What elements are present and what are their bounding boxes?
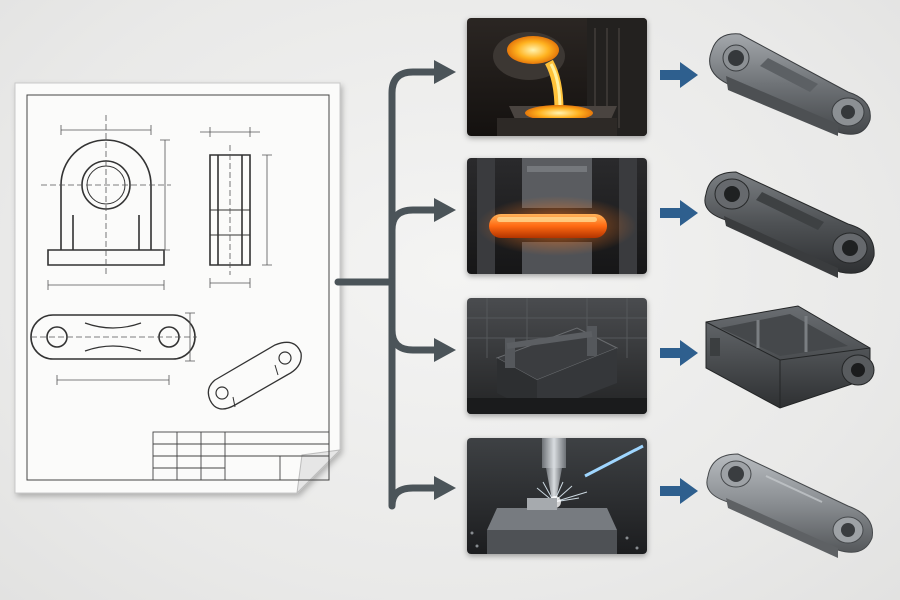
fabricated-box-link-part <box>698 298 883 418</box>
welding-fabrication-photo <box>467 298 647 414</box>
machined-link-part <box>698 440 883 560</box>
forging-photo <box>467 158 647 274</box>
step-arrow-forging <box>660 200 698 226</box>
engineering-drawing <box>14 82 342 495</box>
step-arrow-welding <box>660 340 698 366</box>
cast-link-part <box>698 20 883 140</box>
casting-photo <box>467 18 647 136</box>
step-arrow-casting <box>660 62 698 88</box>
cnc-machining-photo <box>467 438 647 554</box>
step-arrow-machining <box>660 478 698 504</box>
branch-connector <box>334 60 456 510</box>
forged-link-part <box>698 160 883 280</box>
